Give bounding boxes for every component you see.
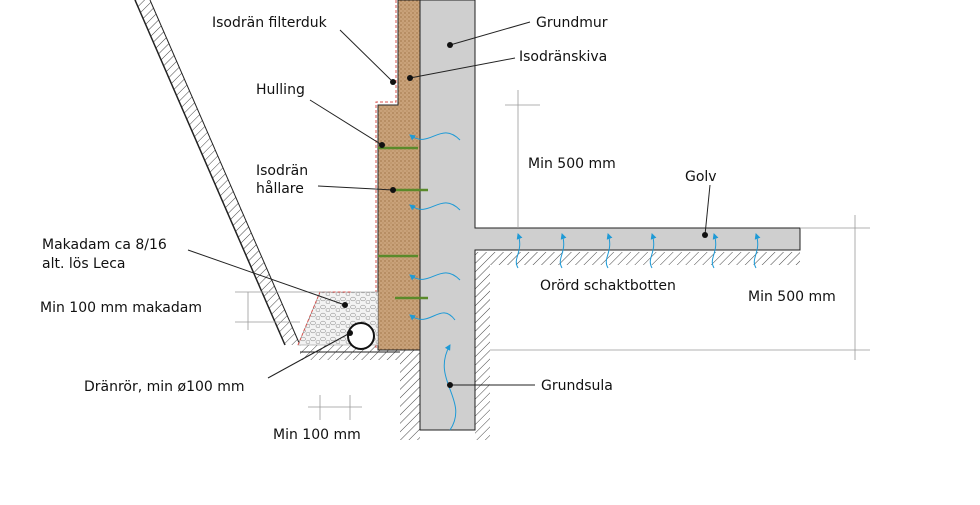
label-isodran-hallare-1: Isodrän: [256, 163, 308, 179]
label-golv: Golv: [685, 169, 717, 185]
isodran-board: [375, 0, 421, 351]
label-grundmur: Grundmur: [536, 15, 608, 31]
label-makadam-2: alt. lös Leca: [42, 256, 126, 272]
label-min-500-mm-wall: Min 500 mm: [528, 156, 616, 172]
label-min-100-makadam: Min 100 mm makadam: [40, 300, 202, 316]
label-min-500-mm-right: Min 500 mm: [748, 289, 836, 305]
label-orord-schaktbotten: Orörd schaktbotten: [540, 278, 676, 294]
label-makadam-1: Makadam ca 8/16: [42, 237, 167, 253]
label-grundsula: Grundsula: [541, 378, 613, 394]
label-min-100-mm: Min 100 mm: [273, 427, 361, 443]
label-isodran-hallare-2: hållare: [256, 180, 304, 197]
soil-slope: [134, 0, 301, 346]
water-flow-arrows: [409, 132, 761, 431]
board-hooks: [378, 146, 428, 300]
dimension-lines: [235, 90, 870, 420]
undisturbed-ground: [300, 252, 800, 440]
label-isodran-filterduk: Isodrän filterduk: [212, 15, 328, 31]
label-isodranskiva: Isodränskiva: [519, 49, 607, 65]
leader-dots: [342, 42, 708, 388]
drain-pipe: [347, 322, 375, 350]
leader-lines: [187, 21, 711, 386]
label-hulling: Hulling: [256, 82, 305, 98]
label-dranror: Dränrör, min ø100 mm: [84, 379, 245, 395]
